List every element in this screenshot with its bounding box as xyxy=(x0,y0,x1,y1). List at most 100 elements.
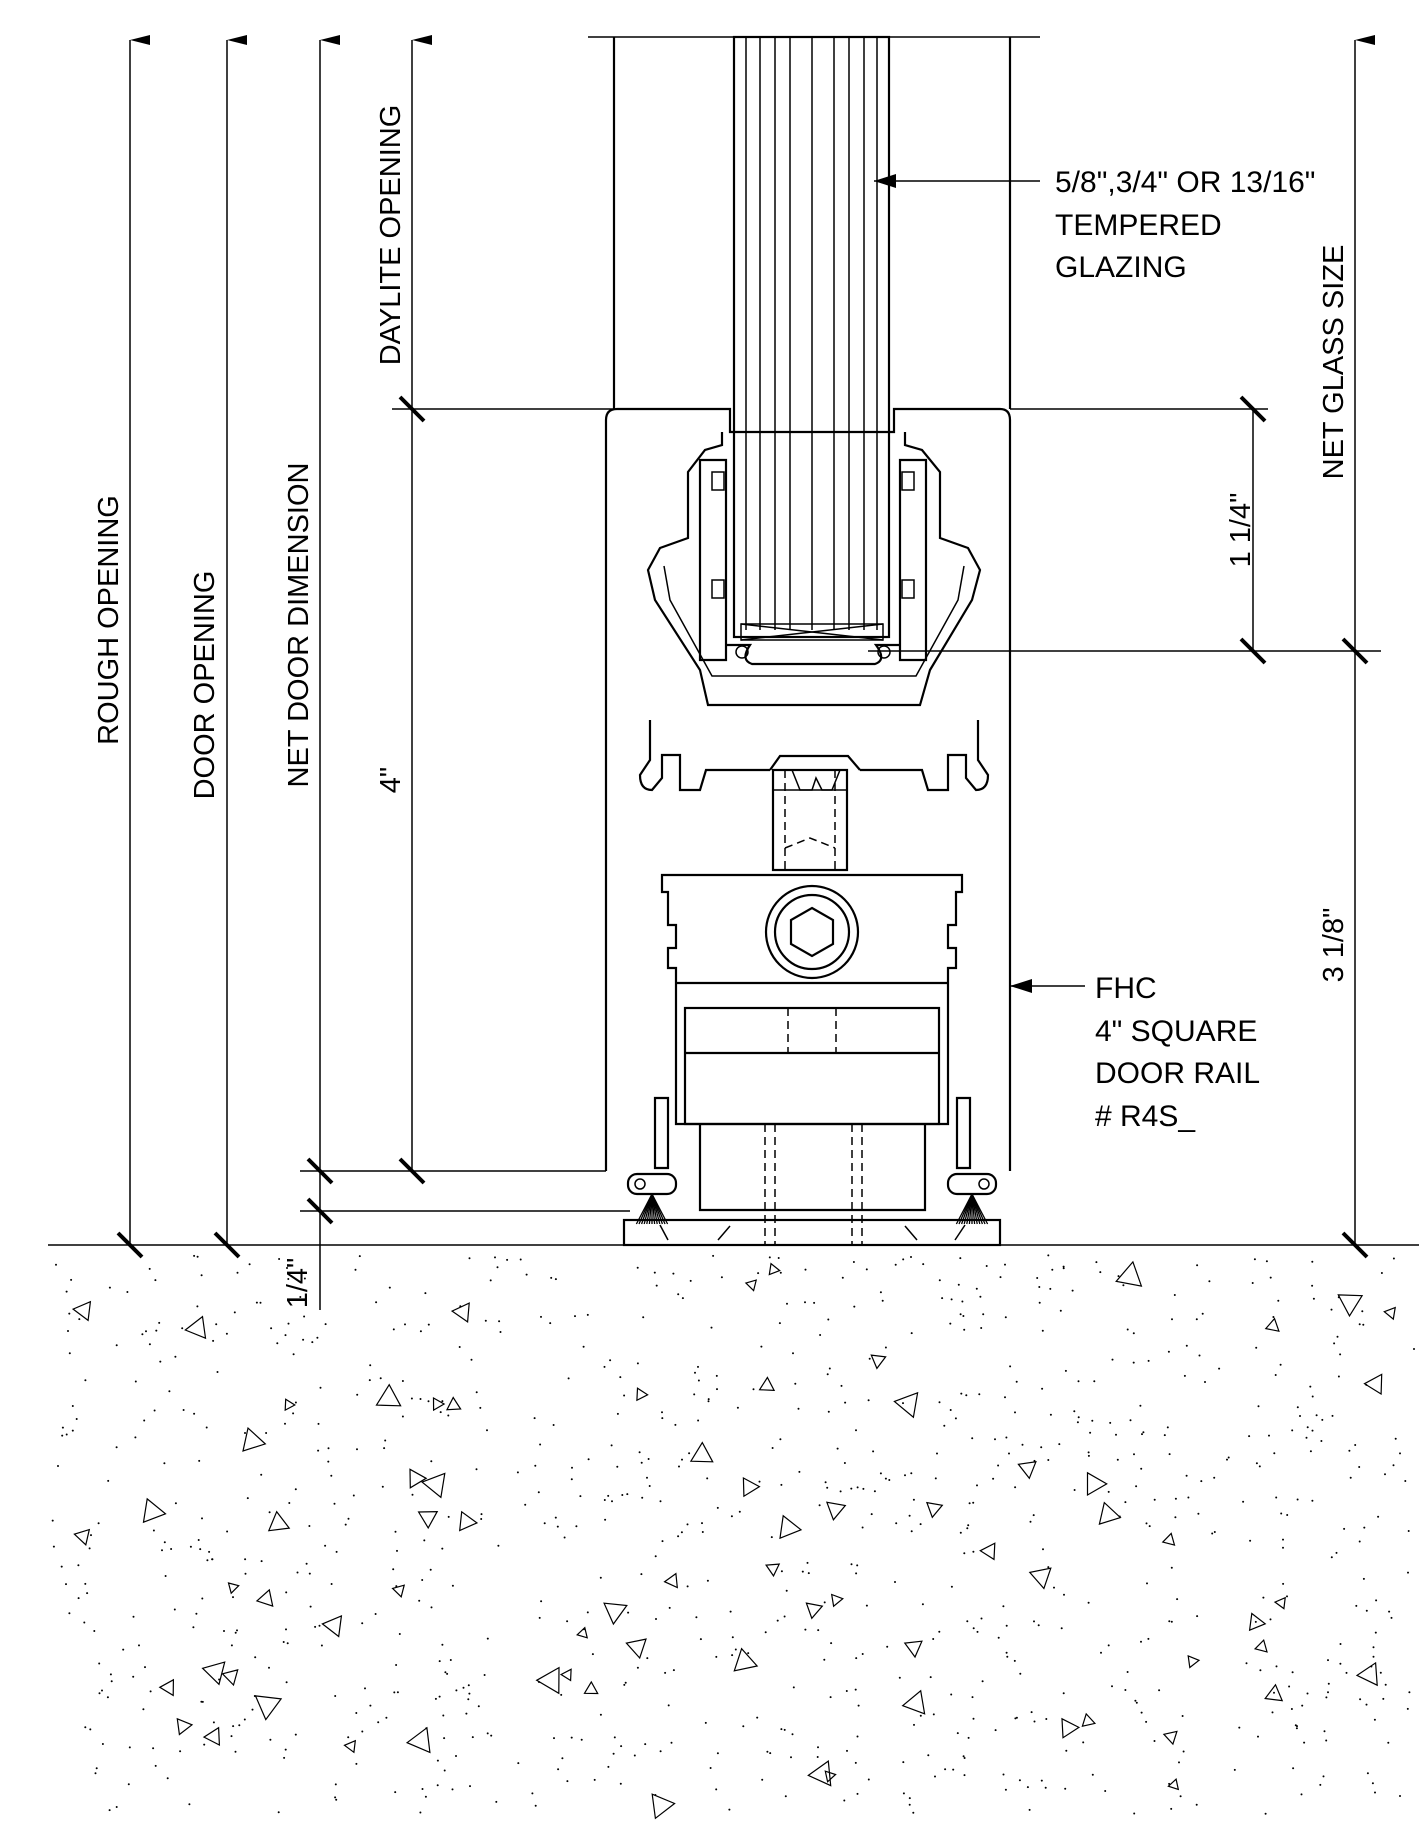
hatch-dot xyxy=(941,1297,944,1300)
hatch-dot xyxy=(868,1357,871,1360)
hatch-dot xyxy=(396,1691,399,1694)
hatch-aggregate xyxy=(1086,1471,1108,1497)
hatch-dot xyxy=(419,1811,422,1814)
hatch-dot xyxy=(943,1424,946,1427)
hatch-dot xyxy=(212,1721,215,1724)
hatch-dot xyxy=(659,1750,662,1753)
hatch-dot xyxy=(758,1480,761,1483)
hatch-dot xyxy=(910,1472,913,1475)
hatch-aggregate xyxy=(893,1391,919,1419)
hatch-dot xyxy=(327,1447,330,1450)
hatch-dot xyxy=(1187,1496,1190,1499)
hatch-dot xyxy=(1140,1467,1143,1470)
hatch-dot xyxy=(644,1743,647,1746)
hatch-dot xyxy=(1274,1374,1277,1376)
hatch-dot xyxy=(384,1439,387,1442)
hatch-dot xyxy=(115,1446,118,1449)
hatch-dot xyxy=(604,1518,607,1521)
hatch-dot xyxy=(381,1485,384,1488)
hatch-dot xyxy=(607,1494,610,1497)
hatch-dot xyxy=(707,1398,710,1401)
hatch-dot xyxy=(1255,1346,1258,1349)
hatch-dot xyxy=(1295,1727,1298,1730)
hatch-aggregate xyxy=(1098,1501,1122,1525)
hatch-dot xyxy=(1095,1261,1098,1264)
hatch-dot xyxy=(441,1547,444,1550)
hatch-dot xyxy=(356,1448,358,1451)
hatch-dot xyxy=(902,1258,905,1261)
hatch-dot xyxy=(418,1599,421,1602)
daylite-tick-bottom xyxy=(398,1157,426,1185)
hatch-dot xyxy=(282,1641,285,1643)
hatch-dot xyxy=(954,1417,957,1420)
hatch-dot xyxy=(259,1301,262,1304)
hatch-dot xyxy=(486,1732,489,1735)
hatch-dot xyxy=(570,1478,573,1481)
hatch-dot xyxy=(715,1788,718,1791)
hatch-dot xyxy=(1047,1254,1050,1257)
hatch-dot xyxy=(654,1555,657,1558)
hatch-aggregate xyxy=(450,1302,470,1323)
hatch-dot xyxy=(423,1539,426,1542)
hatch-dot xyxy=(587,1458,590,1461)
hatch-dot xyxy=(1132,1332,1135,1335)
hatch-dot xyxy=(1213,1531,1216,1533)
hatch-dot xyxy=(972,1717,975,1720)
hatch-dot xyxy=(972,1627,975,1630)
hatch-dot xyxy=(959,1313,962,1316)
hatch-aggregate xyxy=(903,1640,923,1659)
hatch-dot xyxy=(554,1516,557,1519)
hatch-dot xyxy=(950,1298,953,1301)
hatch-dot xyxy=(316,1336,319,1339)
hatch-dot xyxy=(828,1367,831,1370)
hatch-aggregate xyxy=(663,1572,679,1589)
hatch-dot xyxy=(904,1474,906,1477)
hatch-dot xyxy=(427,1323,430,1326)
hatch-dot xyxy=(392,1568,395,1571)
hatch-dot xyxy=(879,1472,882,1475)
hatch-dot xyxy=(1258,1465,1261,1468)
hatch-dot xyxy=(1064,1369,1067,1372)
hatch-dot xyxy=(1163,1434,1166,1437)
hatch-dot xyxy=(616,1465,619,1468)
hatch-dot xyxy=(1359,1698,1362,1701)
hatch-dot xyxy=(480,1518,483,1520)
hatch-dot xyxy=(779,1438,782,1441)
hatch-dot xyxy=(447,1515,450,1518)
hatch-dot xyxy=(854,1688,857,1691)
door-rail-callout-line-3: DOOR RAIL xyxy=(1095,1057,1260,1090)
hatch-dot xyxy=(364,1687,366,1690)
hatch-dot xyxy=(913,1723,915,1726)
right-sweep-clip xyxy=(955,1096,972,1170)
hatch-aggregate xyxy=(870,1354,887,1370)
hatch-dot xyxy=(132,1675,135,1678)
hatch-dot xyxy=(806,1561,809,1564)
hatch-dot xyxy=(850,1487,853,1490)
dimension-labels: ROUGH OPENING DOOR OPENING NET DOOR DIME… xyxy=(93,105,1350,1309)
hatch-dot xyxy=(1249,1539,1252,1542)
hatch-dot xyxy=(636,1362,639,1365)
hatch-dot xyxy=(101,1689,103,1692)
hatch-dot xyxy=(674,1423,677,1426)
hatch-dot xyxy=(1282,1582,1285,1585)
hatch-dot xyxy=(1140,1711,1143,1714)
hatch-dot xyxy=(90,1534,92,1537)
hatch-dot xyxy=(1145,1522,1148,1525)
hatch-dot xyxy=(189,1545,192,1548)
hatch-dot xyxy=(451,1584,454,1587)
hatch-dot xyxy=(1174,1497,1177,1500)
hatch-dot xyxy=(355,1762,358,1765)
hatch-dot xyxy=(642,1316,645,1319)
hatch-dot xyxy=(908,1797,911,1800)
hatch-dot xyxy=(554,1278,557,1281)
hatch-dot xyxy=(540,1315,542,1318)
hatch-dot xyxy=(455,1755,457,1757)
hatch-dot xyxy=(712,1254,715,1257)
hatch-dot xyxy=(1204,1381,1206,1383)
hatch-dot xyxy=(582,1345,585,1348)
hatch-dot xyxy=(68,1352,71,1355)
hatch-dot xyxy=(330,1583,333,1585)
hatch-dot xyxy=(1339,1643,1342,1645)
hatch-dot xyxy=(1319,1783,1322,1786)
hatch-dot xyxy=(497,1544,500,1547)
